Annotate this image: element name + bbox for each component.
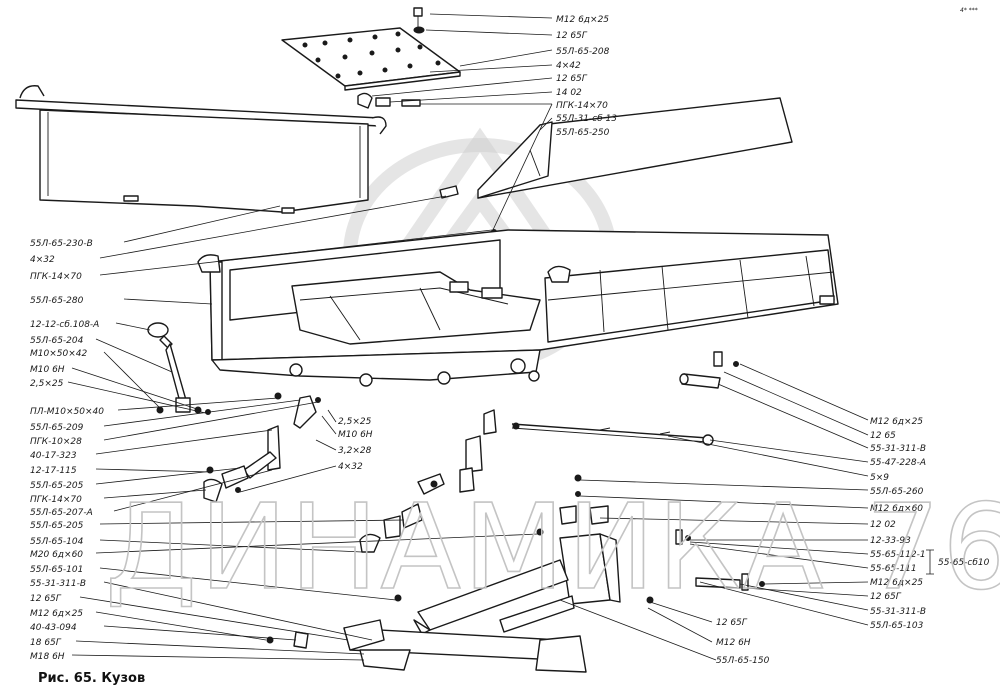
label-m20-6dx60: М20 6д×60 — [30, 550, 83, 560]
label-55l-65-209: 55Л-65-209 — [30, 423, 84, 433]
label-55l-65-280: 55Л-65-280 — [30, 296, 84, 306]
label-55l-65-250: 55Л-65-250 — [556, 128, 610, 138]
cover-plate — [281, 27, 461, 91]
label-m12-6dx25-right1: М12 6д×25 — [870, 417, 923, 427]
label-pgk-10x28: ПГК-10×28 — [30, 437, 82, 447]
label-40-43-094: 40-43-094 — [30, 623, 77, 633]
long-rod — [511, 422, 714, 446]
lever-assembly — [147, 322, 211, 415]
label-55l-65-101: 55Л-65-101 — [30, 565, 83, 575]
label-12-17-115: 12-17-115 — [30, 466, 77, 476]
label-12-65g-left: 12 65Г — [30, 594, 62, 604]
label-55-31-311v-left: 55-31-311-В — [30, 579, 86, 589]
top-bolt — [413, 7, 425, 34]
figure-caption: Рис. 65. Кузов — [38, 671, 145, 686]
label-m18-6n: М18 6Н — [30, 652, 65, 662]
label-m10x50x42: М10×50×42 — [30, 349, 87, 359]
label-12-65g-bottom: 12 65Г — [716, 618, 748, 628]
label-18-65g: 18 65Г — [30, 638, 62, 648]
tail-board — [477, 97, 793, 199]
label-pgk-14x70-low: ПГК-14×70 — [30, 495, 82, 505]
label-55l-65-260: 55Л-65-260 — [870, 487, 924, 497]
hinge-set — [357, 92, 421, 109]
label-55l-31-sb13: 55Л-31-сб 13 — [556, 114, 617, 124]
leader-lines — [67, 13, 934, 661]
label-5x9: 5×9 — [870, 473, 889, 483]
label-4x42: 4×42 — [556, 61, 581, 71]
label-12-65g-2: 12 65Г — [556, 74, 588, 84]
label-55l-65-230v: 55Л-65-230-В — [30, 239, 93, 249]
label-3-2x28: 3,2×28 — [338, 446, 372, 456]
label-12-65g-top: 12 65Г — [556, 31, 588, 41]
label-m10-6n-left: М10 6Н — [30, 365, 65, 375]
label-m12-top: М12 6д×25 — [556, 15, 609, 25]
label-4x32-center: 4×32 — [338, 462, 363, 472]
right-pins — [679, 351, 739, 389]
label-55l-65-204: 55Л-65-204 — [30, 336, 84, 346]
label-55l-65-208: 55Л-65-208 — [556, 47, 610, 57]
label-55-31-311v-right2: 55-31-311-В — [870, 607, 926, 617]
label-55-47-228a: 55-47-228-А — [870, 458, 926, 468]
label-m12-6dx25-right2: М12 6д×25 — [870, 578, 923, 588]
label-m10-6n-center: М10 6Н — [338, 430, 373, 440]
label-12-65g-right: 12 65Г — [870, 592, 902, 602]
label-m12-6dx60: М12 6д×60 — [870, 504, 923, 514]
label-55-31-311v-right1: 55-31-311-В — [870, 444, 926, 454]
label-12-12-sb108a: 12-12-сб.108-А — [30, 320, 99, 330]
label-55l-65-207a: 55Л-65-207-А — [30, 508, 93, 518]
main-body — [197, 229, 839, 387]
label-pl-m10x50x40: ПЛ-М10×50×40 — [30, 407, 104, 417]
label-pgk-14x70-left: ПГК-14×70 — [30, 272, 82, 282]
corner-mark: 4* *** — [960, 7, 978, 14]
side-board — [15, 85, 387, 214]
label-12-65-right: 12 65 — [870, 431, 896, 441]
label-14-02: 14 02 — [556, 88, 582, 98]
center-linkage — [359, 409, 497, 553]
label-55l-65-205-b: 55Л-65-205 — [30, 521, 84, 531]
label-55l-65-104: 55Л-65-104 — [30, 537, 84, 547]
label-m12-6dx25-left: М12 6д×25 — [30, 609, 83, 619]
label-55l-65-103: 55Л-65-103 — [870, 621, 924, 631]
label-2-5x25-center: 2,5×25 — [338, 417, 372, 427]
label-4x32-left: 4×32 — [30, 255, 55, 265]
label-55-65-111: 55-65-111 — [870, 564, 917, 574]
label-2-5x25-left: 2,5×25 — [30, 379, 64, 389]
label-55l-65-205-a: 55Л-65-205 — [30, 481, 84, 491]
label-12-33-93: 12-33-93 — [870, 536, 911, 546]
left-linkage — [203, 392, 321, 503]
lower-right-pin — [675, 529, 765, 591]
label-m12-6n-bottom: М12 6Н — [716, 638, 751, 648]
label-group-55-65-sb10: 55-65-сб10 — [938, 558, 990, 568]
label-12-02: 12 02 — [870, 520, 896, 530]
label-55l-65-150: 55Л-65-150 — [716, 656, 770, 666]
label-55-65-112-1: 55-65-112-1 — [870, 550, 926, 560]
label-pgk-14x70-top: ПГК-14×70 — [556, 101, 608, 111]
watermark-text: ДИНАМИКА 76 — [105, 478, 1000, 616]
label-40-17-323: 40-17-323 — [30, 451, 77, 461]
